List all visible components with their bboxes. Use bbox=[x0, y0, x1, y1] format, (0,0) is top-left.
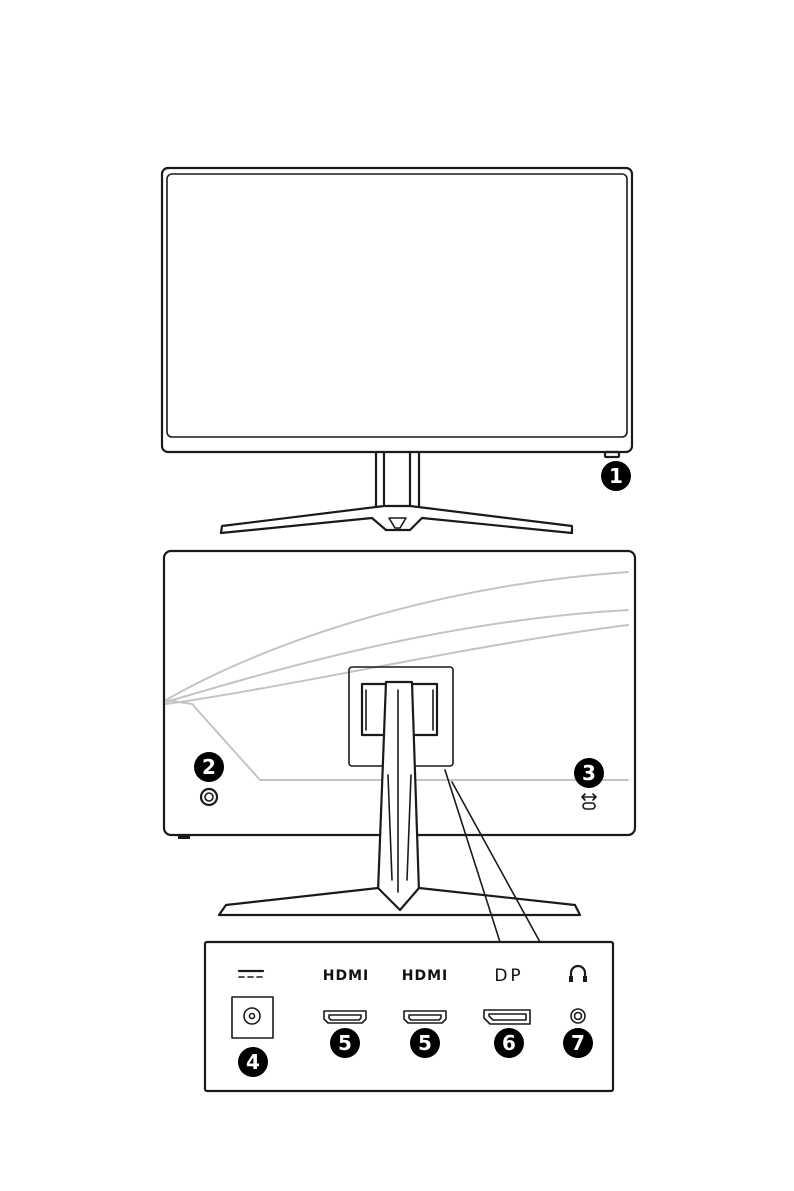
hdmi-port-2-inner bbox=[409, 1015, 441, 1020]
dc-power-icon bbox=[239, 971, 263, 977]
front-monitor-frame bbox=[162, 168, 632, 452]
callout-2: 2 bbox=[194, 752, 224, 782]
hdmi-port-2[interactable] bbox=[404, 1011, 446, 1023]
headphone-icon bbox=[569, 966, 587, 982]
front-stand-base bbox=[221, 506, 572, 533]
dc-power-jack[interactable] bbox=[232, 997, 273, 1038]
callout-1: 1 bbox=[601, 461, 631, 491]
hdmi-port-1[interactable] bbox=[324, 1011, 366, 1023]
port-leader-line bbox=[445, 770, 540, 942]
hdmi-1-label: HDMI bbox=[323, 968, 369, 984]
dc-power-jack-pin bbox=[250, 1014, 255, 1019]
callout-7: 7 bbox=[563, 1028, 593, 1058]
hdmi-port-1-inner bbox=[329, 1015, 361, 1020]
callout-7-number: 7 bbox=[571, 1031, 585, 1055]
audio-jack[interactable] bbox=[571, 1009, 585, 1023]
audio-jack-hole bbox=[575, 1013, 582, 1020]
dp-label: DP bbox=[494, 966, 523, 986]
callout-4: 4 bbox=[238, 1047, 268, 1077]
front-stand-neck bbox=[376, 452, 419, 512]
callout-5b: 5 bbox=[410, 1028, 440, 1058]
callout-5a: 5 bbox=[330, 1028, 360, 1058]
hdmi-2-label: HDMI bbox=[402, 968, 448, 984]
back-deco-line-1 bbox=[166, 572, 628, 700]
back-foot-left bbox=[178, 835, 190, 839]
callout-3: 3 bbox=[574, 758, 604, 788]
callout-4-number: 4 bbox=[246, 1050, 260, 1074]
callout-6-number: 6 bbox=[502, 1031, 516, 1055]
callout-6: 6 bbox=[494, 1028, 524, 1058]
callout-5a-number: 5 bbox=[338, 1031, 352, 1055]
front-view bbox=[162, 168, 632, 533]
callout-5b-number: 5 bbox=[418, 1031, 432, 1055]
callout-2-number: 2 bbox=[202, 755, 216, 779]
joystick-outer[interactable] bbox=[201, 789, 217, 805]
joystick-inner bbox=[205, 793, 213, 801]
kensington-lock-icon bbox=[582, 794, 596, 809]
dp-port-inner bbox=[489, 1014, 526, 1020]
power-button[interactable] bbox=[605, 452, 619, 457]
back-view bbox=[164, 551, 635, 942]
callout-3-number: 3 bbox=[582, 761, 596, 785]
dc-power-jack-hole bbox=[244, 1008, 260, 1024]
callout-1-number: 1 bbox=[609, 464, 623, 488]
front-screen bbox=[167, 174, 627, 437]
